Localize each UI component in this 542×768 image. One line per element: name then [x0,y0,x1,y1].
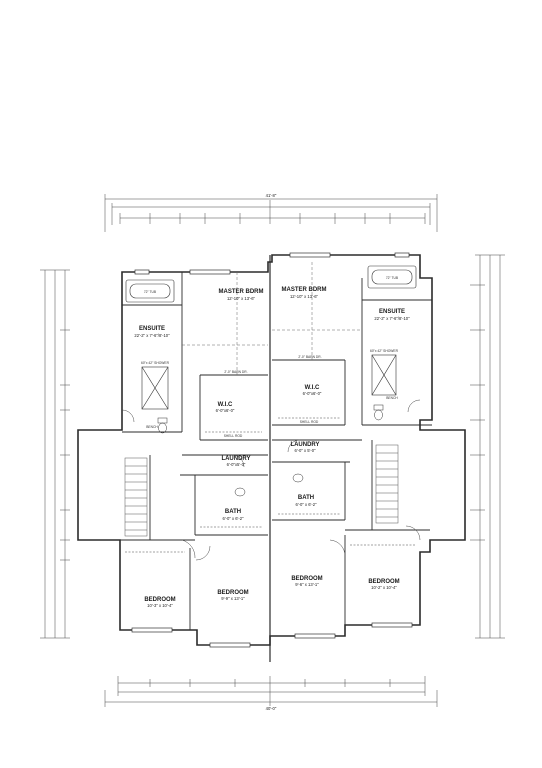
room-name-master-left: MASTER BDRM [219,289,264,295]
room-dims-master-left: 12'-10" x 13'-6" [227,296,256,301]
bench-label-left: BENCH [146,425,158,429]
room-dims-wic-right: 6'-0"x6'-0" [303,391,322,396]
room-dims-ensuite-right: 22'-2" x 7'-6"/8'-10" [374,316,410,321]
room-name-master-right: MASTER BDRM [282,287,327,293]
room-dims-bedroom-left-a: 10'-3" x 10'-4" [147,603,173,608]
shower-left-label: 60"x 42" SHOWER [141,361,170,365]
room-dims-bedroom-left-b: 9'-9" x 13'-1" [221,596,245,601]
room-dims-bath-left: 6'-0" x 6'-2" [222,516,244,521]
closet-rod-label-right: SHELL ROD [300,420,319,424]
door-swings [121,399,421,561]
room-name-bedroom-right-a: BEDROOM [291,576,322,582]
room-name-bedroom-left-b: BEDROOM [217,590,248,596]
interior-walls-right [272,278,432,625]
tub-left [125,279,175,303]
room-name-ensuite-right: ENSUITE [379,309,405,315]
room-name-wic-left: W.I.C [218,402,233,408]
room-dims-bedroom-right-b: 10'-2" x 10'-4" [371,585,397,590]
exterior-walls [77,254,466,662]
tub-right-label: 72" TUB [386,276,399,280]
windows [131,252,413,648]
bottom-overall-dimension: 40'-0" [266,706,277,711]
barn-door-label-left: 2'-0" BARN DR. [224,370,247,374]
top-dimension-lines [104,194,438,232]
room-name-bedroom-right-b: BEDROOM [368,579,399,585]
room-name-wic-right: W.I.C [305,385,320,391]
side-dimension-lines [40,254,505,639]
toilet-right [373,404,384,421]
room-name-bedroom-left-a: BEDROOM [144,597,175,603]
toilet-left [157,417,168,434]
room-dims-master-right: 12'-10" x 13'-6" [290,294,319,299]
room-name-laundry-right: LAUNDRY [290,442,319,448]
tub-right [367,265,417,289]
toilet-bath-right [292,473,304,483]
shower-left [141,366,169,410]
barn-door-label-right: 2'-0" BARN DR. [298,355,321,359]
top-overall-dimension: 41'-8" [266,193,277,198]
room-name-bath-left: BATH [225,509,241,515]
room-name-bath-right: BATH [298,495,314,501]
ceiling-beams [182,262,362,375]
bench-label-right: BENCH [386,396,398,400]
closet-rods [125,417,415,553]
stairs-right [375,444,399,524]
bottom-dimension-lines [104,676,438,707]
room-name-ensuite-left: ENSUITE [139,326,165,332]
room-dims-laundry-right: 6'-0" x 5'-0" [294,448,316,453]
shower-right-label: 60"x 42" SHOWER [370,349,399,353]
stairs-left [124,457,148,537]
interior-walls-left [120,272,268,630]
closet-rod-label-left: SHELL ROD [224,434,243,438]
tub-left-label: 72" TUB [144,290,157,294]
room-dims-bedroom-right-a: 9'-6" x 13'-1" [295,582,319,587]
room-dims-wic-left: 6'-0"x6'-0" [216,408,235,413]
room-dims-laundry-left: 6'-0"x5'-0" [227,462,246,467]
toilet-bath-left [234,487,246,497]
room-dims-bath-right: 6'-0" x 6'-2" [295,502,317,507]
room-dims-ensuite-left: 22'-2" x 7'-6"/8'-10" [134,333,170,338]
shower-right [371,354,397,396]
room-name-laundry-left: LAUNDRY [221,456,250,462]
